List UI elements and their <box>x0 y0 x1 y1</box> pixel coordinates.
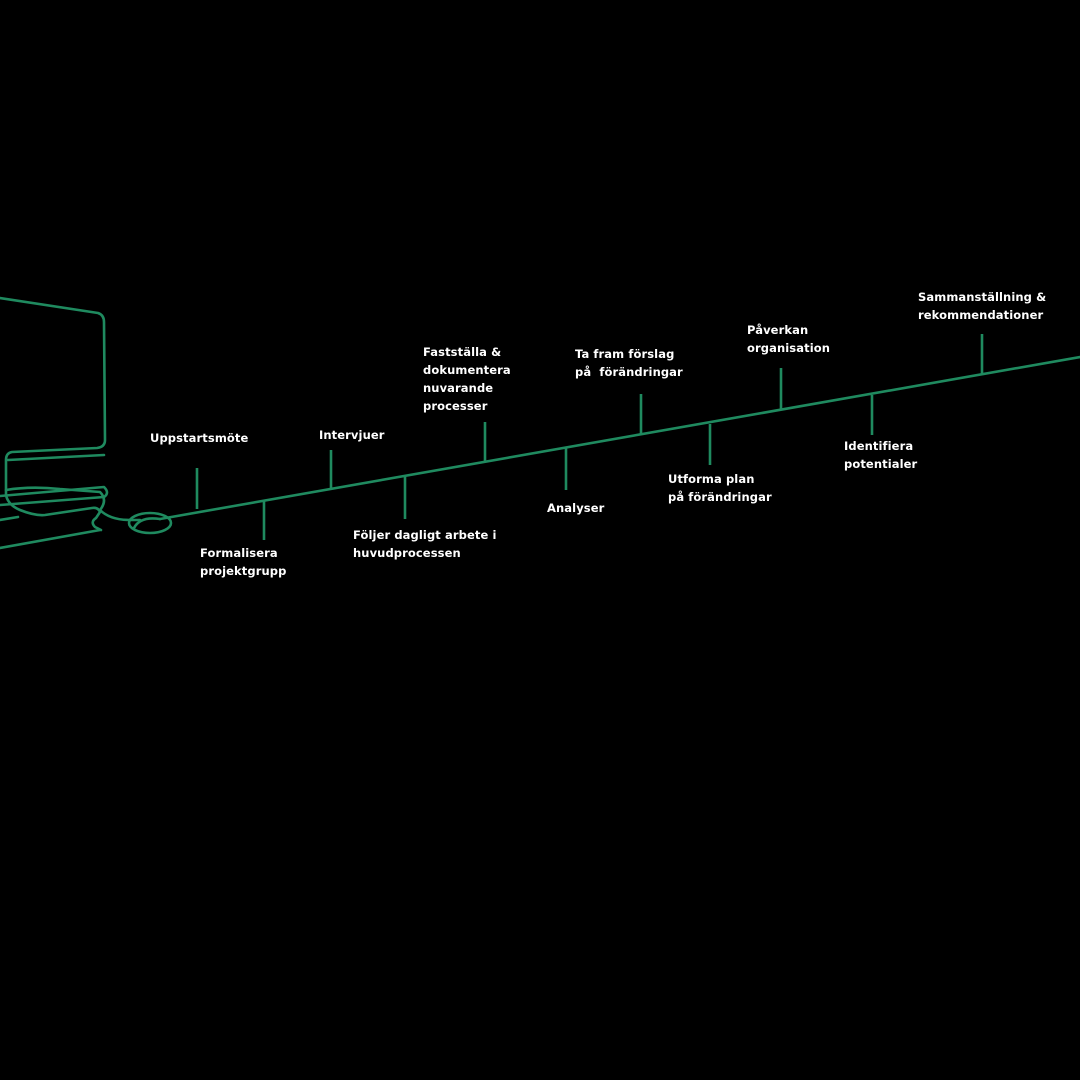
mouse-icon <box>127 511 173 535</box>
milestone-label: Intervjuer <box>319 428 385 442</box>
milestone-label: Följer dagligt arbete i huvudprocessen <box>353 528 497 560</box>
mouse-cable <box>4 486 142 522</box>
milestone-label: Sammanställning & rekommendationer <box>918 290 1047 322</box>
milestone-label: Utforma plan på förändringar <box>668 472 772 504</box>
computer-base-line <box>6 453 106 462</box>
computer-monitor-icon <box>0 296 107 532</box>
milestone-label: Identifiera potentialer <box>844 439 918 471</box>
keyboard-icon <box>0 485 109 550</box>
milestone-label: Ta fram förslag på förändringar <box>575 347 683 379</box>
milestone-label: Analyser <box>547 501 605 515</box>
milestone-label: Formalisera projektgrupp <box>200 546 287 578</box>
timeline-axis <box>158 355 1080 521</box>
mouse-line <box>132 517 162 530</box>
milestone-label: Påverkan organisation <box>747 323 831 355</box>
milestone-label: Uppstartsmöte <box>150 431 249 445</box>
milestone-label: Fastställa & dokumentera nuvarande proce… <box>423 345 511 413</box>
